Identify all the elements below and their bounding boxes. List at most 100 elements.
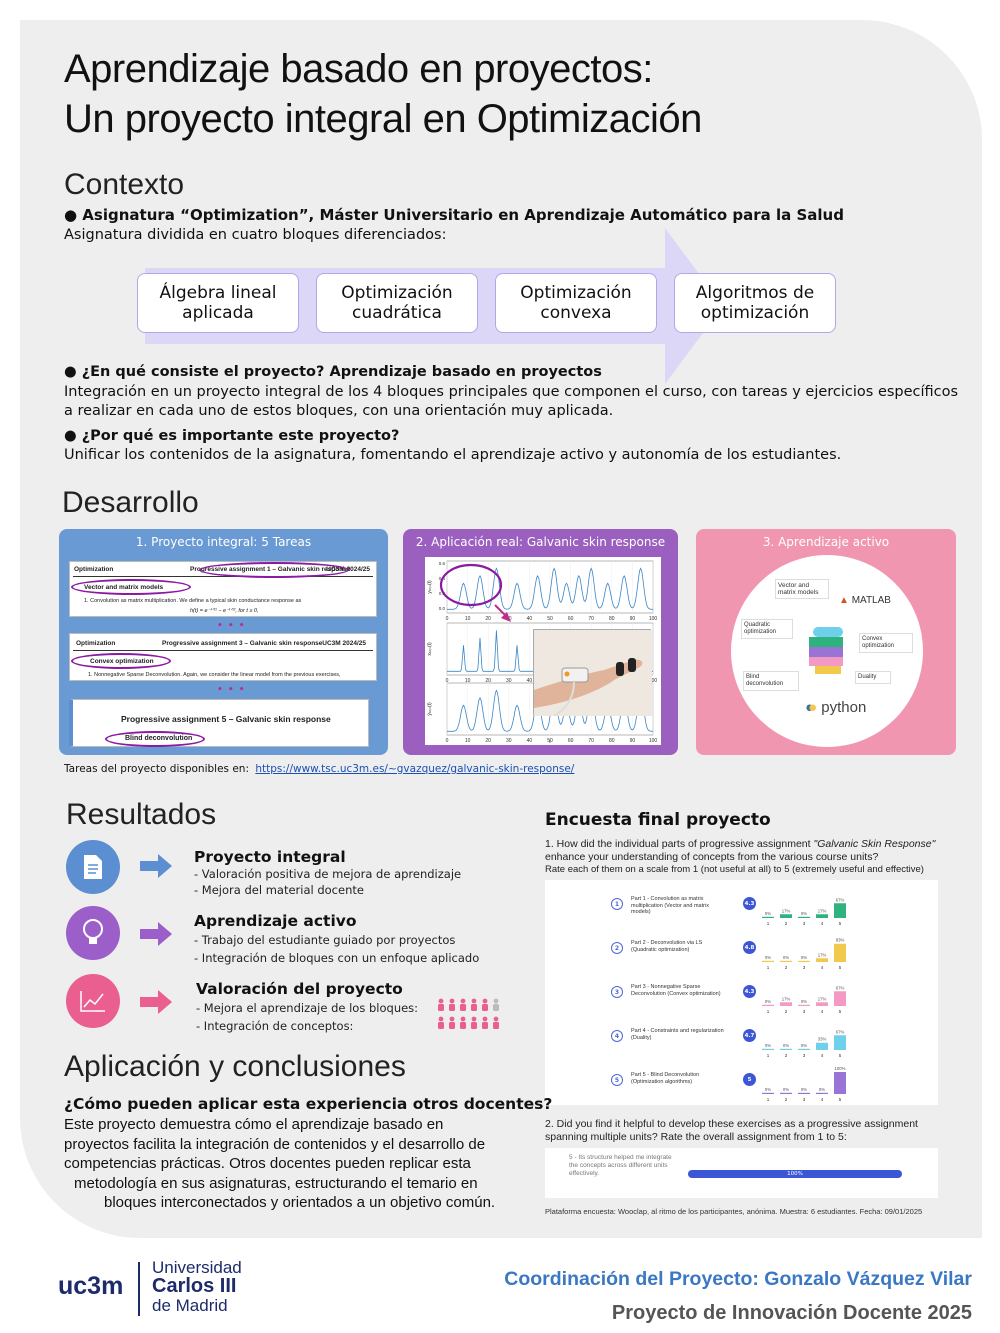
x-tick-label: 30	[506, 678, 512, 684]
x-tick-label: 20	[485, 616, 491, 622]
bar-value-label: 0%	[819, 1087, 825, 1092]
survey-bar	[834, 943, 846, 962]
lightbulb-icon	[66, 906, 120, 960]
scale-label: 3	[803, 1097, 806, 1102]
doc-1-formula: h(t) = e⁻ᵗᐟᵗ¹ − e⁻ᵗᐟᵗ², for t ≥ 0,	[190, 608, 259, 614]
part-score: 5	[743, 1073, 756, 1086]
tasks-link[interactable]: https://www.tsc.uc3m.es/~gvazquez/galvan…	[255, 763, 575, 775]
scale-label: 1	[767, 1009, 770, 1014]
x-tick-label: 100	[649, 678, 658, 684]
survey-bar	[762, 1092, 774, 1094]
result-1-line-2: - Mejora del material docente	[194, 883, 364, 897]
survey-row: 4 Part 4 - Constraints and regularizatio…	[545, 1024, 938, 1064]
doc-1-left: Optimization	[74, 566, 114, 573]
bar-value-label: 0%	[801, 1043, 807, 1048]
bar-value-label: 17%	[818, 996, 827, 1001]
footer-coordination: Coordinación del Proyecto: Gonzalo Vázqu…	[504, 1268, 972, 1290]
bar-value-label: 0%	[801, 911, 807, 916]
panel-2-title: 2. Aplicación real: Galvanic skin respon…	[415, 535, 666, 549]
x-tick-label: 50	[547, 616, 553, 622]
hand-photo	[533, 629, 652, 717]
part-label: Part 5 - Blind Deconvolution (Optimizati…	[631, 1072, 700, 1085]
survey-bar	[798, 960, 810, 962]
question-1-text-1: Integración en un proyecto integral de l…	[64, 384, 959, 400]
survey-bar	[780, 1002, 792, 1006]
python-logo: ●● python	[805, 699, 867, 716]
survey-bar	[816, 1042, 828, 1050]
x-tick-label: 40	[527, 738, 533, 744]
highlight-oval	[71, 653, 171, 669]
survey-bar	[762, 1048, 774, 1050]
poster-title: Aprendizaje basado en proyectos: Un proy…	[64, 44, 702, 144]
x-tick-label: 10	[465, 616, 471, 622]
contexto-line: Asignatura dividida en cuatro bloques di…	[64, 227, 447, 243]
survey-bar	[780, 1048, 792, 1050]
link-line: Tareas del proyecto disponibles en: http…	[64, 763, 574, 775]
logo-divider	[138, 1262, 140, 1316]
q2-bar-track: 100%	[688, 1170, 902, 1178]
q2-bar-value: 100%	[787, 1171, 803, 1177]
survey-bar	[762, 960, 774, 962]
x-tick-label: 60	[568, 738, 574, 744]
highlight-oval	[105, 731, 205, 747]
x-tick-label: 80	[609, 738, 615, 744]
x-tick-label: 30	[506, 738, 512, 744]
conclusion-line: competencias prácticas. Otros docentes p…	[64, 1155, 471, 1172]
x-tick-label: 100	[649, 616, 658, 622]
panel-proyecto-integral: 1. Proyecto integral: 5 Tareas Optimizat…	[59, 529, 388, 755]
survey-bar	[798, 1004, 810, 1006]
person-icon	[493, 998, 499, 1011]
survey-row: 2 Part 2 - Deconvolution via LS (Quadrat…	[545, 936, 938, 976]
y-tick-label: 0.6	[439, 561, 446, 566]
desarrollo-heading: Desarrollo	[62, 486, 199, 519]
highlight-oval	[71, 579, 191, 595]
bar-value-label: 17%	[782, 996, 791, 1001]
part-label: Part 1 - Convolution as matrix multiplic…	[631, 896, 709, 915]
note-quadratic: Quadratic optimization	[741, 619, 793, 639]
x-tick-label: 0	[446, 616, 449, 622]
survey-bar	[816, 914, 828, 918]
x-tick-label: 10	[465, 678, 471, 684]
x-tick-label: 0	[446, 738, 449, 744]
signal-line	[447, 689, 653, 732]
title-line-1: Aprendizaje basado en proyectos:	[64, 47, 653, 91]
scale-label: 5	[839, 965, 842, 970]
question-2-text: Unificar los contenidos de la asignatura…	[64, 447, 842, 463]
bar-value-label: 0%	[783, 955, 789, 960]
part-number: 5	[611, 1074, 623, 1086]
result-2-line-2: - Integración de bloques con un enfoque …	[194, 951, 480, 965]
x-tick-label: 40	[527, 678, 533, 684]
bar-value-label: 0%	[765, 1087, 771, 1092]
survey-bar	[762, 916, 774, 918]
signal-line	[447, 567, 653, 610]
x-tick-label: 90	[630, 616, 636, 622]
highlight-oval	[439, 563, 503, 607]
active-learning-circle: Vector and matrix models ▲ MATLAB Quadra…	[731, 555, 923, 747]
footer-project: Proyecto de Innovación Docente 2025	[611, 1302, 972, 1324]
part-label: Part 2 - Deconvolution via LS (Quadratic…	[631, 940, 703, 953]
x-tick-label: 60	[568, 616, 574, 622]
hand-illustration	[534, 630, 652, 717]
matlab-label: MATLAB	[851, 595, 891, 606]
scale-label: 5	[839, 1009, 842, 1014]
bar-value-label: 0%	[783, 1043, 789, 1048]
scale-label: 3	[803, 1009, 806, 1014]
bar-value-label: 0%	[783, 1087, 789, 1092]
scale-label: 4	[821, 1053, 824, 1058]
pointer-arrow-head	[501, 612, 511, 622]
part-bar-chart: 0%117%20%317%467%5	[762, 897, 846, 926]
scale-label: 5	[839, 1097, 842, 1102]
block-algebra: Álgebra lineal aplicada	[137, 273, 299, 333]
person-icon	[449, 998, 455, 1011]
bar-value-label: 0%	[801, 955, 807, 960]
block-cuadratica: Optimización cuadrática	[316, 273, 478, 333]
x-tick-label: 20	[485, 738, 491, 744]
survey-results-box: 1 Part 1 - Convolution as matrix multipl…	[545, 880, 938, 1105]
part-score: 4.3	[743, 897, 756, 910]
person-icon	[438, 1016, 444, 1029]
doc-2-item: 1. Nonnegative Sparse Deconvolution. Aga…	[88, 672, 341, 678]
person-icon	[482, 1016, 488, 1029]
scale-label: 3	[803, 965, 806, 970]
q2-line-1: 2. Did you find it helpful to develop th…	[545, 1118, 918, 1130]
q1-part-b: enhance your understanding of concepts f…	[545, 850, 879, 863]
